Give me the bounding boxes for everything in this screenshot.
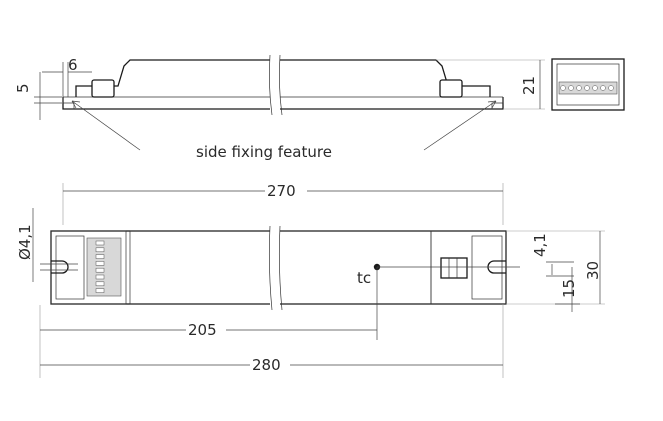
width-label: 30 (584, 261, 602, 280)
hole-diameter-label: Ø4,1 (16, 224, 34, 260)
connector-terminal (95, 240, 105, 246)
top-view: tc 270 205 280 Ø4,1 30 4,1 15 (16, 182, 605, 378)
tc-distance-label: 205 (188, 321, 217, 339)
connector-terminal (95, 261, 105, 266)
end-terminal (560, 85, 566, 91)
end-terminal (600, 85, 606, 91)
side-view: 6 5 side fixing feature 21 (14, 54, 545, 161)
height-label: 21 (520, 76, 538, 95)
end-terminal (584, 85, 590, 91)
offset-label: 15 (560, 279, 578, 298)
connector-terminal (95, 267, 105, 273)
end-view (551, 58, 625, 111)
end-terminal (576, 85, 582, 91)
tc-label: tc (357, 269, 371, 287)
end-terminal (592, 85, 598, 91)
end-terminal (608, 85, 614, 91)
overall-length-label: 270 (267, 182, 296, 200)
connector-terminal (95, 281, 105, 287)
end-terminal (568, 85, 574, 91)
slot-width-label: 6 (68, 56, 78, 74)
fixing-distance-label: 280 (252, 356, 281, 374)
side-fixing-feature-label: side fixing feature (196, 143, 332, 161)
connector-terminal (95, 254, 105, 259)
slot-dia-right-label: 4,1 (531, 233, 549, 257)
slot-height-label: 5 (14, 83, 32, 93)
connector-terminal (95, 247, 105, 253)
connector-terminal (95, 288, 105, 293)
connector-terminal (95, 274, 105, 280)
